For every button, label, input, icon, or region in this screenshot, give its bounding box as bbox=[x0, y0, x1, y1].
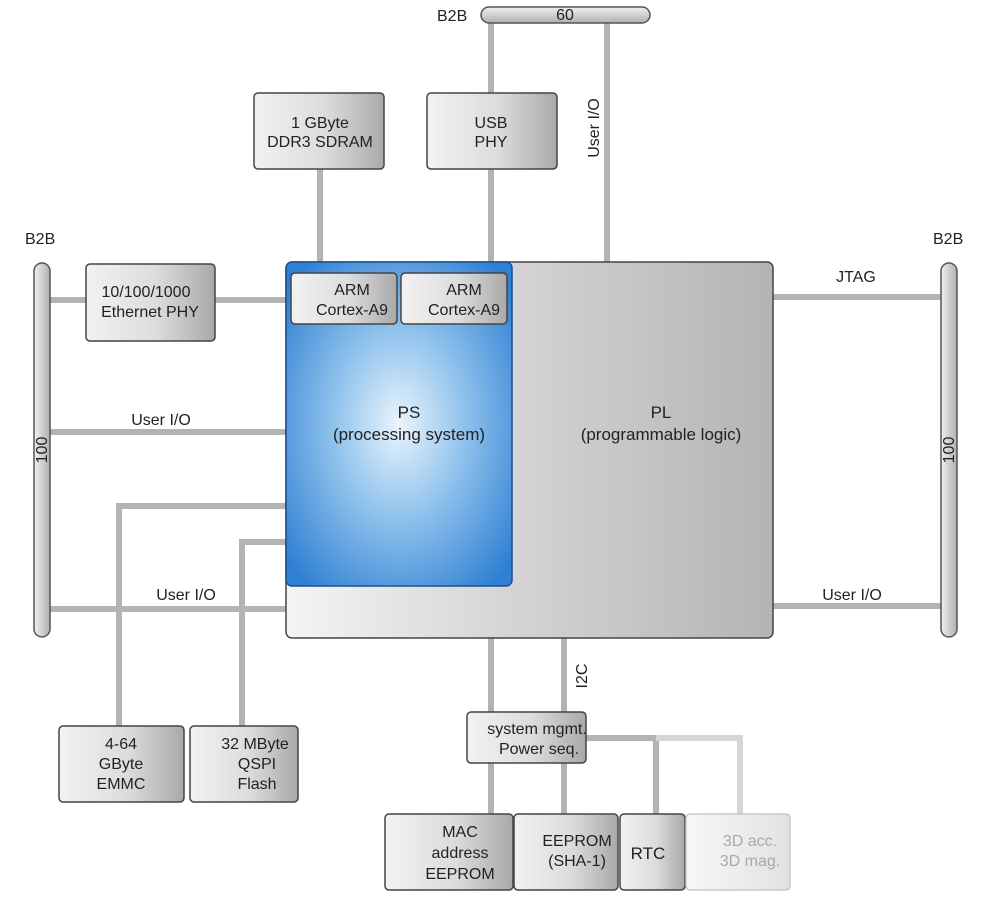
wire-sensor bbox=[656, 735, 743, 814]
user-io-left-1-label: User I/O bbox=[131, 412, 191, 429]
emmc-line-1: 4-64 bbox=[105, 736, 137, 753]
sysmgmt-block: system mgmt. Power seq. bbox=[466, 711, 587, 764]
mac-line-3: EEPROM bbox=[425, 866, 494, 883]
qspi-box bbox=[189, 725, 299, 803]
connector-top-label: B2B bbox=[437, 8, 467, 25]
wire-rtc bbox=[586, 735, 659, 814]
qspi-line-1: 32 MByte bbox=[221, 736, 289, 753]
ddr-line-1: 1 GByte bbox=[291, 115, 349, 132]
emmc-box bbox=[58, 725, 185, 803]
arm-core-1 bbox=[290, 272, 398, 325]
connector-right-pins: 100 bbox=[941, 437, 958, 464]
sensor-line-1: 3D acc. bbox=[723, 833, 777, 850]
qspi-block: 32 MByte QSPI Flash bbox=[189, 725, 299, 803]
connector-left-label: B2B bbox=[25, 231, 55, 248]
user-io-top-label: User I/O bbox=[586, 98, 603, 158]
connector-left-bar bbox=[33, 262, 51, 638]
emmc-line-3: EMMC bbox=[97, 776, 146, 793]
arm-core-2 bbox=[400, 272, 508, 325]
sysmgmt-box bbox=[466, 711, 587, 764]
qspi-line-3: Flash bbox=[237, 776, 276, 793]
sysmgmt-line-2: Power seq. bbox=[499, 741, 579, 758]
ddr-line-2: DDR3 SDRAM bbox=[267, 134, 373, 151]
pl-subtitle: (programmable logic) bbox=[581, 425, 742, 444]
rtc-box bbox=[619, 813, 686, 891]
connector-top: 60 B2B bbox=[437, 6, 651, 25]
ethernet-box bbox=[85, 263, 216, 342]
user-io-right-label: User I/O bbox=[822, 587, 882, 604]
usb-box bbox=[426, 92, 558, 170]
sysmgmt-line-1: system mgmt. bbox=[487, 721, 587, 738]
qspi-line-2: QSPI bbox=[238, 756, 276, 773]
sensor-block: 3D acc. 3D mag. bbox=[685, 813, 791, 891]
mac-eeprom-block: MAC address EEPROM bbox=[384, 813, 514, 891]
wire-emmc bbox=[116, 503, 286, 726]
eeprom-line-2: (SHA-1) bbox=[548, 853, 606, 870]
ps-subtitle: (processing system) bbox=[333, 425, 485, 444]
user-io-left-2-label: User I/O bbox=[156, 587, 216, 604]
rtc-block: RTC bbox=[619, 813, 686, 891]
emmc-line-2: GByte bbox=[99, 756, 144, 773]
eeprom-line-1: EEPROM bbox=[542, 833, 611, 850]
i2c-label: I2C bbox=[574, 664, 591, 689]
eeprom-sha1-block: EEPROM (SHA-1) bbox=[513, 813, 619, 891]
usb-block: USB PHY bbox=[426, 92, 558, 170]
connector-right-bar bbox=[940, 262, 958, 638]
connector-left-pins: 100 bbox=[34, 437, 51, 464]
sensor-line-2: 3D mag. bbox=[720, 853, 780, 870]
ethernet-block: 10/100/1000 Ethernet PHY bbox=[85, 263, 216, 342]
ps-title: PS bbox=[398, 403, 421, 422]
pl-title: PL bbox=[651, 403, 672, 422]
jtag-label: JTAG bbox=[836, 269, 876, 286]
arm-core-1-line-1: ARM bbox=[334, 282, 370, 299]
mac-line-1: MAC bbox=[442, 824, 478, 841]
connector-top-bar bbox=[480, 6, 651, 24]
ddr-block: 1 GByte DDR3 SDRAM bbox=[253, 92, 385, 170]
connector-right-label: B2B bbox=[933, 231, 963, 248]
mac-line-2: address bbox=[432, 845, 489, 862]
arm-core-2-line-2: Cortex-A9 bbox=[428, 302, 500, 319]
usb-line-1: USB bbox=[475, 115, 508, 132]
usb-line-2: PHY bbox=[475, 134, 508, 151]
signal-labels: User I/O User I/O User I/O User I/O JTAG… bbox=[131, 98, 882, 688]
sensor-box bbox=[685, 813, 791, 891]
eeprom-sha1-box bbox=[513, 813, 619, 891]
connector-left: B2B 100 bbox=[25, 231, 55, 638]
soc: ARM Cortex-A9 ARM Cortex-A9 PS (processi… bbox=[285, 261, 774, 639]
ethernet-line-2: Ethernet PHY bbox=[101, 304, 199, 321]
wire-qspi bbox=[239, 539, 286, 726]
connector-right: B2B 100 bbox=[933, 231, 963, 638]
arm-core-1-line-2: Cortex-A9 bbox=[316, 302, 388, 319]
ddr-box bbox=[253, 92, 385, 170]
arm-core-2-line-1: ARM bbox=[446, 282, 482, 299]
connector-top-pins: 60 bbox=[556, 7, 574, 24]
mac-eeprom-box bbox=[384, 813, 514, 891]
emmc-block: 4-64 GByte EMMC bbox=[58, 725, 185, 803]
ethernet-line-1: 10/100/1000 bbox=[102, 284, 191, 301]
ps-block bbox=[285, 261, 513, 587]
rtc-label: RTC bbox=[631, 844, 666, 863]
